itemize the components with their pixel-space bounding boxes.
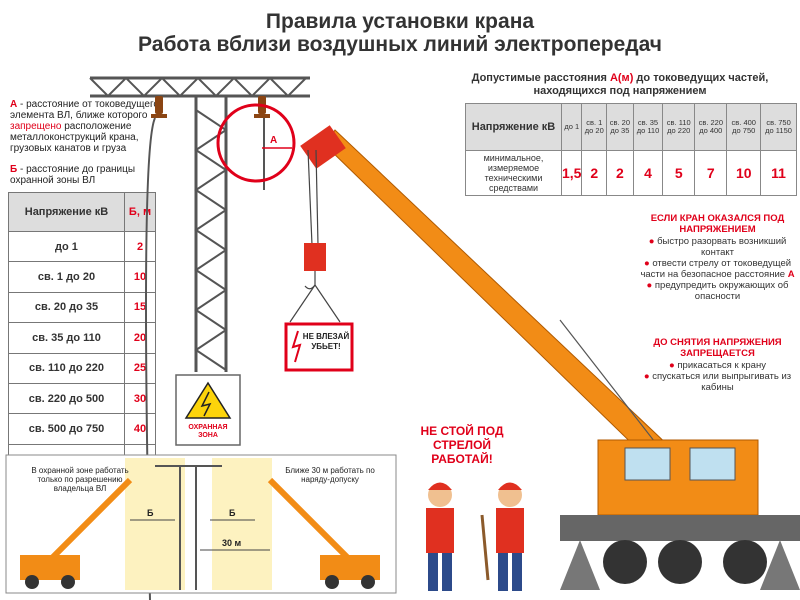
before-off-item-1: ● прикасаться к крану bbox=[669, 360, 766, 371]
legend-b: Б - расстояние до границы охранной зоны … bbox=[10, 164, 160, 186]
bottom-distance: 30 м bbox=[222, 538, 242, 548]
crane-warning: НЕ СТОЙ ПОД СТРЕЛОЙ РАБОТАЙ! bbox=[420, 424, 504, 466]
legend-a-letter: А bbox=[10, 99, 18, 110]
insulator-icon bbox=[151, 96, 270, 118]
table-b-voltage: св. 1 до 20 bbox=[8, 261, 125, 293]
emergency-list: ● быстро разорвать возникший контакт ● о… bbox=[640, 236, 795, 302]
emergency-item-2-a: А bbox=[787, 269, 795, 280]
table-b-header-b: Б, м bbox=[124, 192, 156, 232]
table-a-col: св. 110 до 220 bbox=[662, 103, 696, 151]
legend-b-text: - расстояние до границы охранной зоны ВЛ bbox=[10, 164, 136, 186]
table-a-caption: Допустимые расстояния А(м) до токоведущи… bbox=[445, 72, 795, 98]
emergency-item-1: ● быстро разорвать возникший контакт bbox=[648, 236, 787, 258]
high-voltage-icon bbox=[184, 381, 232, 419]
power-tower bbox=[89, 76, 310, 372]
table-a-value: 2 bbox=[606, 150, 634, 196]
table-a-caption-pre: Допустимые расстояния bbox=[471, 72, 610, 84]
crane-hook bbox=[289, 149, 341, 323]
page-title: Правила установки крана bbox=[265, 10, 535, 33]
legend-a-rest: расположение металлоконструкций крана, г… bbox=[10, 121, 139, 154]
table-b-voltage: до 1 bbox=[8, 230, 125, 263]
zone-right bbox=[212, 458, 272, 590]
before-off-item-2: ● спускаться или выпрыгивать из кабины bbox=[643, 371, 792, 393]
mini-crane-left bbox=[20, 477, 133, 589]
emergency-item-3: ● предупредить окружающих об опасности bbox=[646, 280, 789, 302]
table-a-col: св. 400 до 750 bbox=[726, 103, 762, 151]
lightning-icon bbox=[291, 330, 302, 363]
emergency-item-2-text: отвести стрелу от токоведущей части на б… bbox=[640, 258, 792, 280]
before-off-list: ● прикасаться к крану ● спускаться или в… bbox=[640, 360, 795, 393]
table-b-value: 10 bbox=[124, 261, 156, 293]
bottom-right-note: Ближе 30 м работать по наряду-допуску bbox=[285, 466, 375, 484]
warning-sign-text: НЕ ВЛЕЗАЙ УБЬЕТ! bbox=[302, 332, 350, 351]
distance-a-table: Напряжение кВ до 1 св. 1 до 20 св. 20 до… bbox=[465, 103, 797, 196]
emergency-item-3-text: предупредить окружающих об опасности bbox=[654, 280, 789, 302]
table-a-col: до 1 bbox=[560, 103, 583, 151]
legend-a: А - расстояние от токоведущего элемента … bbox=[10, 99, 160, 154]
table-b-header-voltage: Напряжение кВ bbox=[8, 192, 125, 232]
table-a-header: Напряжение кВ bbox=[465, 103, 562, 151]
before-off-title: ДО СНЯТИЯ НАПРЯЖЕНИЯ ЗАПРЕЩАЕТСЯ bbox=[653, 337, 782, 359]
mini-crane-right bbox=[267, 477, 380, 589]
table-b-value: 25 bbox=[124, 352, 156, 384]
table-a-value: 7 bbox=[694, 150, 728, 196]
warning-sign bbox=[284, 322, 354, 372]
before-off-item-2-text: спускаться или выпрыгивать из кабины bbox=[652, 371, 792, 393]
page-subtitle: Работа вблизи воздушных линий электропер… bbox=[138, 33, 662, 56]
table-a-caption-post: до токоведущих частей, находящихся под н… bbox=[533, 72, 769, 97]
table-a-row-label: минимальное, измеряемое техническими сре… bbox=[465, 150, 562, 196]
before-off-item-1-text: прикасаться к крану bbox=[677, 360, 766, 371]
bottom-b-left: Б bbox=[147, 508, 154, 518]
table-b-value: 2 bbox=[124, 230, 156, 263]
table-a-col: св. 35 до 110 bbox=[632, 103, 664, 151]
table-a-col: св. 20 до 35 bbox=[606, 103, 634, 151]
table-b-value: 20 bbox=[124, 322, 156, 354]
zone-label: ОХРАННАЯ ЗОНА bbox=[188, 424, 228, 439]
bottom-left-note: В охранной зоне работать только по разре… bbox=[31, 466, 129, 493]
table-a-value: 10 bbox=[726, 150, 762, 196]
table-b-value: 30 bbox=[124, 382, 156, 415]
table-a-col: св. 750 до 1150 bbox=[760, 103, 797, 151]
table-b-value: 40 bbox=[124, 413, 156, 445]
shovel-icon bbox=[480, 514, 490, 581]
emergency-item-1-text: быстро разорвать возникший контакт bbox=[657, 236, 787, 258]
table-a-value: 1,5 bbox=[560, 150, 583, 196]
legend-a-text: - расстояние от токоведущего элемента ВЛ… bbox=[10, 99, 159, 121]
table-a-value: 11 bbox=[760, 150, 797, 196]
legend-a-forbidden: запрещено bbox=[10, 121, 62, 132]
distance-a-label: А bbox=[270, 135, 277, 146]
emergency-item-2: ● отвести стрелу от токоведущей части на… bbox=[640, 258, 795, 280]
mini-tower bbox=[155, 465, 222, 590]
zone-left bbox=[125, 458, 185, 590]
table-a-caption-am: А(м) bbox=[609, 72, 634, 84]
legend-b-letter: Б bbox=[10, 164, 18, 175]
emergency-title: ЕСЛИ КРАН ОКАЗАЛСЯ ПОД НАПРЯЖЕНИЕМ bbox=[650, 213, 785, 235]
table-a-col: св. 220 до 400 bbox=[694, 103, 728, 151]
worker-left bbox=[426, 482, 454, 591]
crane-truck bbox=[560, 439, 800, 590]
table-row: минимальное, измеряемое техническими сре… bbox=[465, 150, 797, 196]
bottom-b-right: Б bbox=[229, 508, 236, 518]
worker-right bbox=[496, 482, 524, 591]
danger-circle bbox=[216, 103, 296, 183]
table-b-value: 15 bbox=[124, 291, 156, 324]
table-a-value: 4 bbox=[632, 150, 664, 196]
